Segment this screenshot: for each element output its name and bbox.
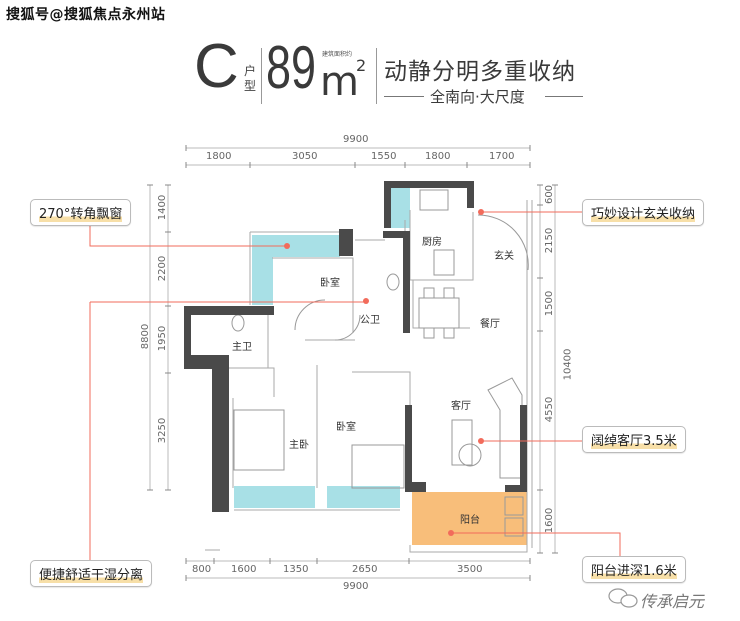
area-unit: m [320,59,359,105]
dim-left: 1400 [157,194,169,221]
dim-right-total: 10400 [562,348,574,381]
divider [376,48,377,104]
room-entrance: 玄关 [494,251,514,262]
area-note: 建筑面积约 [322,51,353,58]
room-dining: 餐厅 [480,319,500,330]
callout-text: 巧妙设计玄关收纳 [591,207,696,222]
dim-left: 3250 [157,417,169,444]
room-balcony: 阳台 [460,515,480,526]
dimension-lines [147,145,558,581]
dim-top: 1800 [425,151,451,162]
dim-bottom: 3500 [457,564,483,575]
dim-top: 1700 [489,151,515,162]
room-kitchen: 厨房 [422,237,442,248]
dim-bottom: 1350 [283,564,309,575]
slogan: 动静分明多重收纳 [384,59,576,85]
subtitle-rule-right [545,96,583,97]
dim-left-total: 8800 [140,323,152,350]
room-bedroom-top: 卧室 [320,278,340,289]
master-window [234,486,315,508]
dim-bottom: 1600 [231,564,257,575]
area-unit-sup: 2 [356,56,367,75]
callout-text: 便捷舒适干湿分离 [39,568,144,583]
divider [261,48,262,104]
callout-text: 阔绰客厅3.5米 [591,434,677,449]
dim-top-total: 9900 [343,134,369,145]
kitchen-window [391,188,410,228]
dim-left: 1950 [157,325,169,352]
subtitle: 全南向·大尺度 [430,88,525,106]
unit-type-letter: C [194,32,239,101]
dim-bottom-total: 9900 [343,581,369,592]
dim-top: 1550 [371,151,397,162]
dim-right: 4550 [544,396,556,423]
callout-bay-window: 270°转角飘窗 [30,199,132,226]
interior-lines [205,200,533,553]
room-master-bath: 主卫 [232,342,252,353]
callout-entrance-storage: 巧妙设计玄关收纳 [582,199,705,226]
dim-right: 600 [544,184,556,205]
callout-balcony-depth: 阳台进深1.6米 [582,556,686,583]
callout-living-width: 阔绰客厅3.5米 [582,426,686,453]
dim-top: 3050 [292,151,318,162]
callout-dry-wet: 便捷舒适干湿分离 [30,560,153,587]
area-number: 89 [266,34,317,101]
dim-left: 2200 [157,255,169,282]
bedroom-window [327,486,400,508]
dim-top: 1800 [206,151,232,162]
room-master-bedroom: 主卧 [289,440,309,451]
wechat-icon [608,588,638,608]
subtitle-rule-left [384,96,424,97]
room-living: 客厅 [451,401,471,412]
structural-walls [184,181,527,512]
callout-text: 270°转角飘窗 [39,207,123,222]
callout-dots [284,209,484,536]
dim-right: 2150 [544,227,556,254]
room-bedroom-mid: 卧室 [336,422,356,433]
room-public-bath: 公卫 [360,315,380,326]
unit-type-label: 户型 [244,64,257,93]
callout-text: 阳台进深1.6米 [591,564,677,579]
bay-window [252,235,340,305]
dim-right: 1500 [544,290,556,317]
callout-leaders [89,211,621,560]
brand-name: 传承启元 [640,592,705,611]
dim-bottom: 800 [192,564,212,575]
watermark: 搜狐号@搜狐焦点永州站 [6,7,166,23]
dim-right: 1600 [544,507,556,534]
dim-bottom: 2650 [352,564,378,575]
